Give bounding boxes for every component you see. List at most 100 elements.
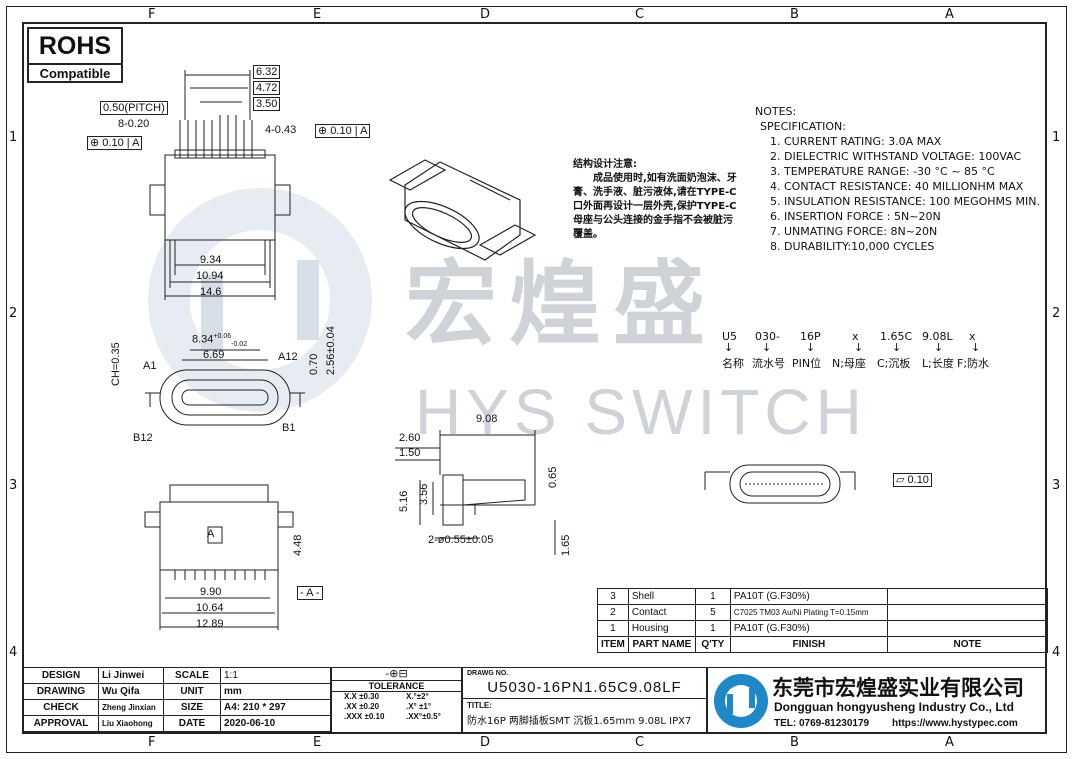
dim-3-50: 3.50	[253, 97, 281, 111]
top-view-drawing	[149, 70, 291, 300]
company-name-cn: 东莞市宏煌盛实业有限公司	[772, 676, 1024, 700]
code-label: N;母座	[832, 357, 866, 370]
dim-10-94: 10.94	[196, 270, 224, 282]
zone-label-top: E	[313, 7, 322, 22]
company-website[interactable]: https://www.hystypec.com	[892, 718, 1018, 729]
pin-label-a12: A12	[278, 351, 298, 363]
zone-label-bottom: F	[148, 735, 156, 750]
datum-a-flag: - A -	[297, 586, 323, 600]
company-logo	[714, 674, 768, 728]
spec-item: 4. CONTACT RESISTANCE: 40 MILLIONHM MAX	[770, 180, 1024, 193]
bottom-view-drawing	[144, 484, 294, 630]
dim-12-89: 12.89	[196, 618, 224, 630]
code-label: L;长度	[922, 357, 954, 370]
spec-item: 3. TEMPERATURE RANGE: -30 °C ~ 85 °C	[770, 165, 995, 178]
company-block: 东莞市宏煌盛实业有限公司 Dongguan hongyusheng Indust…	[707, 667, 1047, 734]
code-segment: 9.08L	[922, 330, 953, 343]
spec-item: 7. UNMATING FORCE: 8N~20N	[770, 225, 938, 238]
drawing-outer-frame	[6, 6, 1067, 753]
projection-icon: -⊕⊟	[385, 667, 408, 680]
iso-view-drawing	[388, 159, 537, 261]
drawing-number-block: DRAWG NO. U5030-16PN1.65C9.08LF TITLE: 防…	[462, 667, 707, 734]
code-segment: 16P	[800, 330, 821, 343]
dim-6-32: 6.32	[253, 65, 281, 79]
zone-label-bottom: B	[790, 735, 799, 750]
dim-2-56: 2.56±0.04	[325, 326, 337, 375]
dim-peg-diameter: 2-ø0.55±0.05	[428, 534, 494, 546]
title-label: TITLE:	[463, 698, 706, 712]
dim-9-08: 9.08	[476, 413, 498, 425]
zone-label-bottom: C	[635, 735, 645, 750]
dim-0-65: 0.65	[547, 466, 559, 488]
side-view-drawing	[395, 430, 556, 555]
watermark-text-cn: 宏煌盛	[405, 251, 718, 358]
zone-label-top: C	[635, 7, 645, 22]
spec-item: 8. DURABILITY:10,000 CYCLES	[770, 240, 935, 253]
dim-1-50: 1.50	[399, 447, 421, 459]
code-segment: x	[852, 330, 859, 343]
spec-item: 6. INSERTION FORCE : 5N~20N	[770, 210, 941, 223]
dim-4-48: 4.48	[292, 534, 304, 556]
design-note-body: 成品使用时,如有洗面奶泡沫、牙膏、洗手液、脏污液体,请在TYPE-C口外面再设计…	[573, 173, 737, 240]
tolerance-angle: .X° ±1°	[406, 702, 432, 711]
zone-label-top: B	[790, 7, 799, 22]
dim-5-16: 5.16	[398, 490, 410, 512]
code-label: F;防水	[957, 357, 990, 370]
dim-10-64: 10.64	[196, 602, 224, 614]
code-label: PIN位	[792, 357, 822, 370]
dim-9-34: 9.34	[200, 254, 222, 266]
dim-14-6: 14.6	[200, 286, 222, 298]
notes-title: NOTES:	[755, 105, 797, 118]
notes-block: NOTES: SPECIFICATION: 1. CURRENT RATING:…	[755, 104, 1040, 254]
code-segment: x	[969, 330, 976, 343]
position-tolerance-left: ⊕ 0.10 | A	[87, 136, 143, 150]
code-label: C;沉板	[877, 357, 911, 370]
tolerance-linear: .XX ±0.20	[344, 702, 380, 711]
zone-label-top: A	[945, 7, 954, 22]
code-segment: 1.65C	[880, 330, 913, 343]
spec-title: SPECIFICATION:	[760, 120, 846, 133]
zone-label-left: 4	[9, 645, 18, 660]
spec-item: 5. INSULATION RESISTANCE: 100 MEGOHMS MI…	[770, 195, 1040, 208]
rohs-badge: ROHS Compatible	[27, 27, 123, 83]
pin-label-b12: B12	[133, 432, 153, 444]
watermark-text-en: HYS SWITCH	[415, 376, 867, 448]
code-segment: U5	[722, 330, 738, 343]
design-note: 结构设计注意: 成品使用时,如有洗面奶泡沫、牙膏、洗手液、脏污液体,请在TYPE…	[573, 158, 738, 242]
zone-label-bottom: A	[945, 735, 954, 750]
dim-6-69: 6.69	[203, 349, 225, 361]
pin-label-b1: B1	[282, 422, 296, 434]
zone-label-bottom: D	[480, 735, 491, 750]
pin-label-a1: A1	[143, 360, 157, 372]
dim-8-34: 8.34+0.06-0.02	[192, 333, 248, 348]
tolerance-linear: X.X ±0.30	[344, 692, 380, 701]
company-phone: TEL: 0769-81230179	[774, 718, 870, 729]
dim-chamfer: CH=0.35	[110, 342, 122, 386]
spec-item: 1. CURRENT RATING: 3.0A MAX	[770, 135, 942, 148]
code-label: 流水号	[752, 357, 785, 370]
tolerance-linear: .XXX ±0.10	[344, 712, 385, 721]
flatness-tolerance: ▱ 0.10	[893, 473, 932, 487]
rohs-subtitle: Compatible	[39, 66, 111, 81]
design-note-title: 结构设计注意:	[573, 159, 637, 170]
rohs-title: ROHS	[29, 29, 121, 65]
zone-label-right: 1	[1052, 130, 1061, 145]
zone-label-left: 1	[9, 130, 18, 145]
tolerance-angle: X.°±2°	[406, 692, 429, 701]
dim-pitch: 0.50(PITCH)	[100, 101, 168, 115]
spec-item: 2. DIELECTRIC WITHSTAND VOLTAGE: 100VAC	[770, 150, 1022, 163]
dim-3-56: 3.56	[418, 483, 430, 505]
company-name-en: Dongguan hongyusheng Industry Co., Ltd	[774, 700, 1014, 714]
dim-0-70: 0.70	[308, 353, 320, 375]
front-view-drawing	[145, 349, 305, 426]
dim-4-72: 4.72	[253, 81, 281, 95]
tolerance-angle: .XX°±0.5°	[406, 712, 441, 721]
zone-label-left: 2	[9, 306, 18, 321]
drawing-number: U5030-16PN1.65C9.08LF	[487, 679, 682, 696]
